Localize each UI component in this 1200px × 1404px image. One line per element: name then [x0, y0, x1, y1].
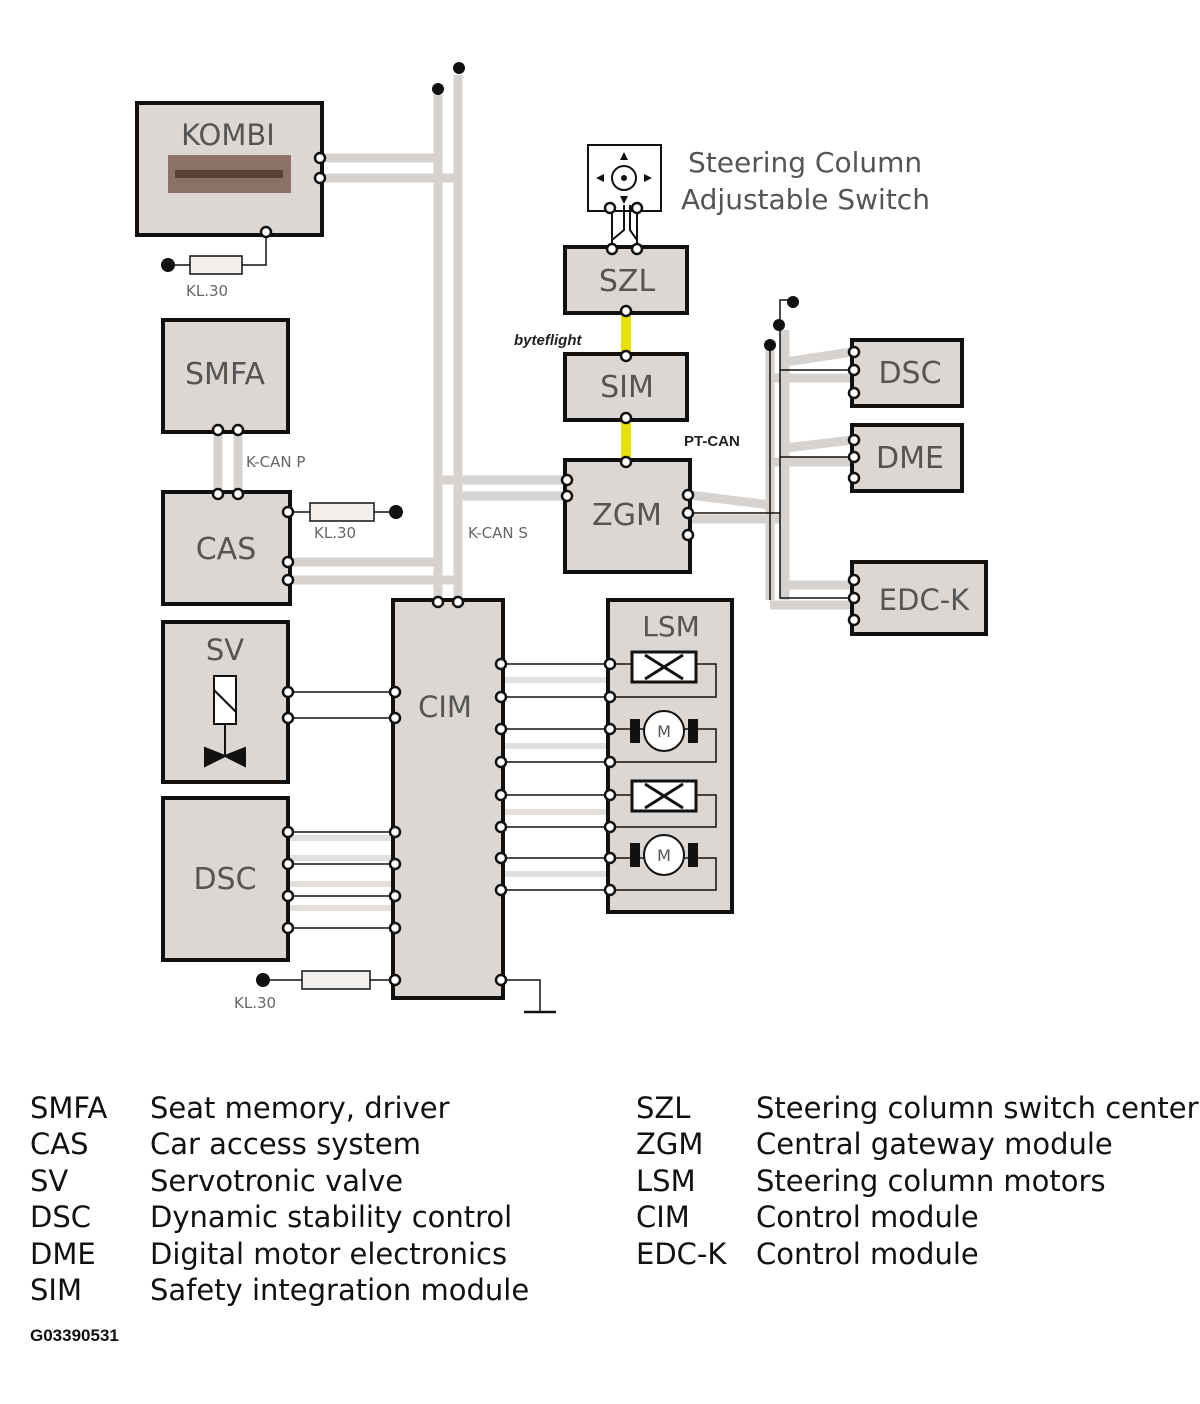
- legend-left-column: SMFA Seat memory, driver CAS Car access sy…: [30, 1090, 529, 1308]
- signal-lines: [690, 299, 852, 600]
- legend-item: SV Servotronic valve: [30, 1163, 529, 1199]
- figure-id: G03390531: [30, 1326, 119, 1345]
- legend-abbr: EDC-K: [636, 1236, 727, 1271]
- legend-abbr: LSM: [636, 1163, 696, 1198]
- kcan-p-label: K-CAN P: [246, 453, 305, 471]
- cim-lsm-wires: [503, 663, 608, 891]
- dsc-left-label: DSC: [193, 862, 256, 897]
- legend-abbr: CAS: [30, 1127, 89, 1162]
- pt-can-label: PT-CAN: [684, 433, 740, 450]
- cim-left-wires: [288, 691, 393, 929]
- motor-label-2: M: [657, 846, 671, 865]
- legend-desc: Servotronic valve: [150, 1163, 404, 1198]
- kl30-dots: [161, 258, 403, 987]
- hall-sensor-symbols: [630, 650, 698, 813]
- steering-switch: [587, 144, 662, 212]
- legend-abbr: ZGM: [636, 1127, 704, 1162]
- cim-label: CIM: [418, 690, 472, 724]
- zgm-box: [563, 458, 692, 574]
- dsc-right-label: DSC: [878, 356, 941, 391]
- legend-desc: Central gateway module: [756, 1127, 1113, 1162]
- bus-end-dots: [432, 62, 799, 351]
- dsc-right-box: [850, 338, 964, 408]
- smfa-label: SMFA: [185, 357, 265, 392]
- connector-pins: [211, 151, 861, 987]
- dsc-left-box: [161, 796, 290, 962]
- cim-left-wire-shading: [290, 835, 391, 911]
- kombi-display-strip: [175, 170, 283, 178]
- szl-label: SZL: [599, 264, 656, 299]
- legend-item: CAS Car access system: [30, 1126, 529, 1162]
- legend-right-column: SZL Steering column switch center ZGM Cent…: [636, 1090, 1199, 1272]
- legend-item: DSC Dynamic stability control: [30, 1199, 529, 1235]
- kcan-s-label: K-CAN S: [468, 524, 528, 542]
- kl30-terminals: [168, 232, 556, 1014]
- switch-caption-line1: Steering Column: [688, 146, 922, 179]
- sim-label: SIM: [600, 370, 654, 405]
- zgm-label: ZGM: [592, 498, 662, 533]
- lsm-label: LSM: [642, 610, 700, 643]
- cim-kl30-label: KL.30: [234, 994, 276, 1012]
- legend-desc: Safety integration module: [150, 1273, 530, 1308]
- cim-box: [391, 598, 505, 1000]
- legend-abbr: CIM: [636, 1200, 690, 1235]
- legend-abbr: SZL: [636, 1091, 691, 1125]
- legend-item: EDC-K Control module: [636, 1236, 1199, 1272]
- legend-desc: Dynamic stability control: [150, 1200, 513, 1235]
- legend-desc: Control module: [756, 1200, 979, 1235]
- legend-desc: Car access system: [150, 1127, 421, 1162]
- smfa-box: [161, 318, 290, 434]
- legend-item: CIM Control module: [636, 1199, 1199, 1235]
- sv-label: SV: [206, 633, 244, 667]
- kombi-kl30-label: KL.30: [186, 282, 228, 300]
- edck-label: EDC-K: [879, 583, 970, 617]
- legend-abbr: SV: [30, 1163, 69, 1198]
- legend-desc: Control module: [756, 1236, 979, 1271]
- legend-desc: Steering column motors: [756, 1163, 1106, 1198]
- modules: [135, 101, 988, 1000]
- legend-item: ZGM Central gateway module: [636, 1126, 1199, 1162]
- legend-item: SZL Steering column switch center: [636, 1090, 1199, 1126]
- legend-item: SIM Safety integration module: [30, 1272, 529, 1308]
- byteflight-label: byteflight: [514, 332, 582, 349]
- legend-item: LSM Steering column motors: [636, 1163, 1199, 1199]
- legend-abbr: DME: [30, 1236, 96, 1271]
- legend-abbr: DSC: [30, 1200, 91, 1235]
- switch-caption-line2: Adjustable Switch: [681, 183, 930, 216]
- cas-label: CAS: [196, 532, 257, 567]
- kombi-label: KOMBI: [181, 118, 275, 152]
- cim-lsm-wire-shading: [505, 677, 606, 877]
- legend-desc: Steering column switch center: [756, 1091, 1199, 1125]
- dme-box: [850, 423, 964, 493]
- legend-abbr: SMFA: [30, 1091, 108, 1125]
- wiring-diagram: M M: [135, 62, 988, 1014]
- cas-kl30-label: KL.30: [314, 524, 356, 542]
- sim-box: [563, 352, 689, 422]
- legend-item: DME Digital motor electronics: [30, 1236, 529, 1272]
- dme-label: DME: [876, 441, 944, 476]
- legend-abbr: SIM: [30, 1273, 82, 1308]
- solenoid-valve-symbol: [204, 675, 246, 768]
- legend-item: SMFA Seat memory, driver: [30, 1090, 529, 1126]
- motor-label-1: M: [657, 722, 671, 741]
- legend-desc: Digital motor electronics: [150, 1236, 508, 1271]
- motor-symbols: [630, 710, 698, 876]
- cas-box: [161, 490, 292, 606]
- legend-desc: Seat memory, driver: [150, 1091, 450, 1125]
